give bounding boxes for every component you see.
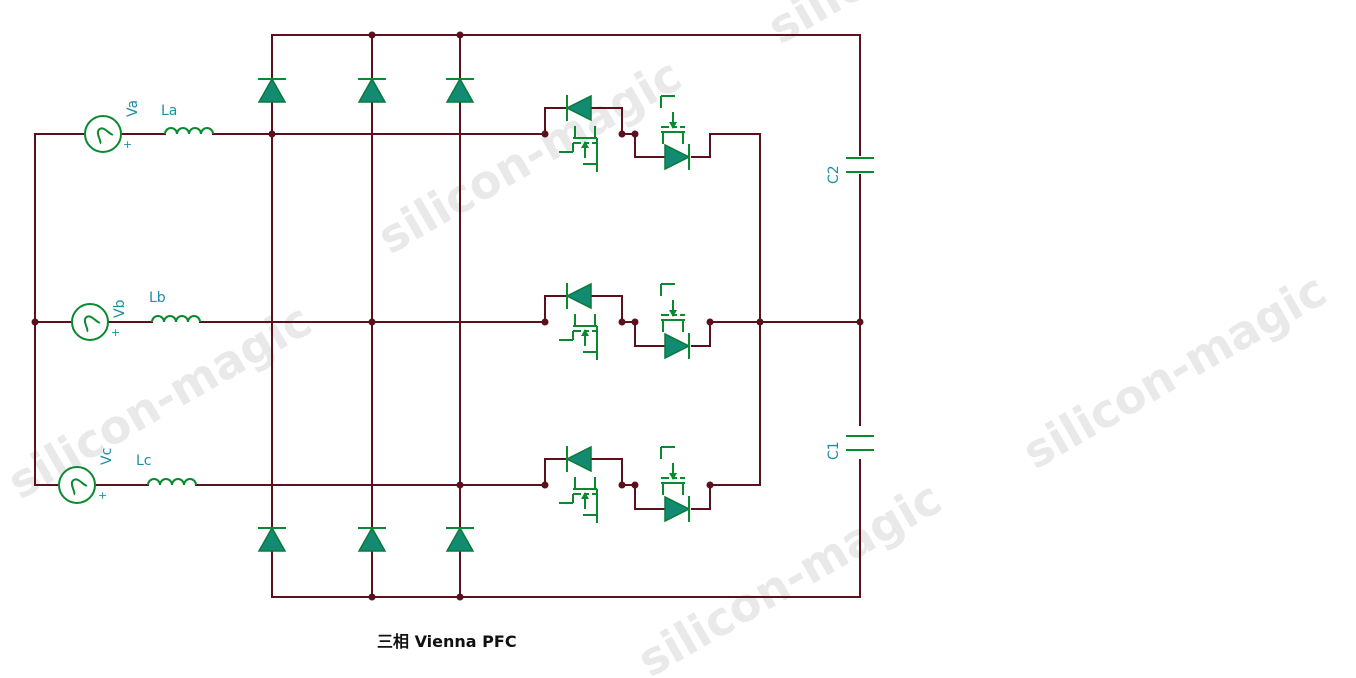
source-label-vb: Vb — [112, 299, 128, 318]
capacitor-c2 — [846, 157, 874, 173]
capacitor-c1 — [846, 435, 874, 451]
source-vc — [58, 466, 96, 504]
polarity-plus: + — [123, 138, 132, 151]
inductor-lc — [147, 478, 197, 486]
diagram-caption: 三相 Vienna PFC — [377, 632, 517, 651]
source-label-va: Va — [125, 100, 141, 117]
rectifier-diode — [445, 527, 475, 552]
watermark: silicon-magic — [759, 0, 1081, 55]
polarity-plus: + — [111, 326, 120, 339]
capacitor-label-c1: C1 — [826, 441, 842, 460]
watermark: silicon-magic — [1014, 263, 1336, 480]
junction-nodes — [31, 31, 864, 601]
rectifier-diode — [357, 78, 387, 103]
source-label-vc: Vc — [99, 448, 115, 465]
rectifier-diode — [445, 78, 475, 103]
inductor-la — [164, 127, 214, 135]
watermark: silicon-magic — [629, 471, 951, 678]
rectifier-diode — [357, 527, 387, 552]
inductor-lb — [151, 315, 201, 323]
rectifier-diode — [257, 527, 287, 552]
rectifier-diode — [257, 78, 287, 103]
polarity-plus: + — [98, 489, 107, 502]
capacitor-label-c2: C2 — [826, 165, 842, 184]
inductor-label-lc: Lc — [136, 453, 152, 469]
source-vb — [71, 303, 109, 341]
inductor-label-lb: Lb — [149, 290, 166, 306]
inductor-label-la: La — [161, 103, 177, 119]
source-va — [84, 115, 122, 153]
wiring — [34, 34, 861, 598]
